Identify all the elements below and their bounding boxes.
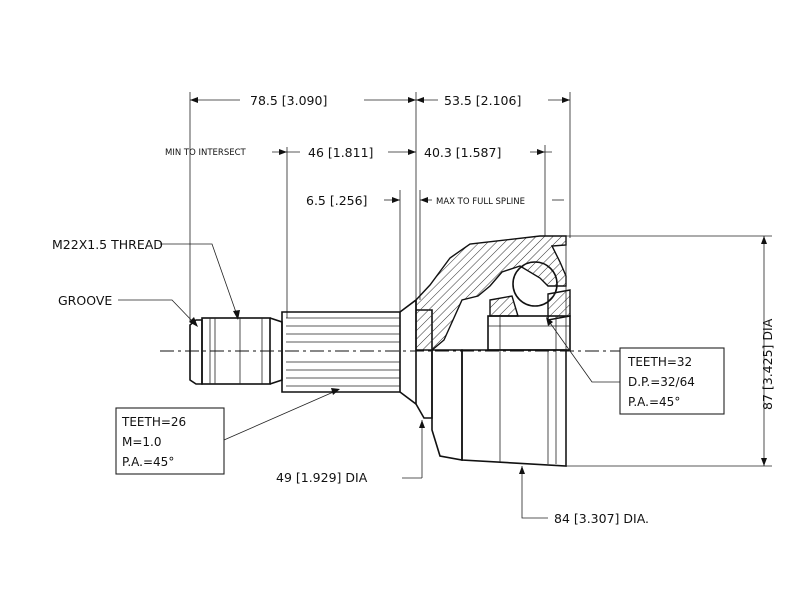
spline-length-dim: 40.3 [1.587]	[424, 145, 501, 160]
overall-left-dim: 78.5 [3.090]	[250, 93, 327, 108]
inner-spline-line-2: D.P.=32/64	[628, 375, 695, 389]
overall-dimension	[190, 97, 570, 103]
overall-right-dim: 53.5 [2.106]	[444, 93, 521, 108]
extension-lines	[189, 92, 772, 478]
shoulder-dimension	[384, 197, 564, 203]
bell-dia-dimension	[761, 236, 767, 466]
shaft-spline-line-2: M=1.0	[122, 435, 162, 449]
thread-callout: M22X1.5 THREAD	[52, 237, 163, 252]
max-to-full-spline-label: MAX TO FULL SPLINE	[436, 197, 525, 207]
inner-spline-line-1: TEETH=32	[627, 355, 692, 369]
inner-spline-line-3: P.A.=45°	[628, 395, 680, 409]
intersect-dim: 46 [1.811]	[308, 145, 373, 160]
intersect-dimension	[272, 149, 552, 155]
shaft-spline-line-3: P.A.=45°	[122, 455, 174, 469]
bell-dia-dim: 87 [3.425] DIA	[760, 318, 775, 410]
min-to-intersect-label: MIN TO INTERSECT	[165, 148, 247, 158]
shoulder-dim: 6.5 [.256]	[306, 193, 367, 208]
groove-callout: GROOVE	[58, 293, 112, 308]
leaders	[118, 243, 620, 519]
seal-dia-dim: 49 [1.929] DIA	[276, 470, 368, 485]
shaft-spline-line-1: TEETH=26	[121, 415, 186, 429]
shaft-spline-note: TEETH=26 M=1.0 P.A.=45°	[115, 407, 225, 475]
body-dia-dim: 84 [3.307] DIA.	[554, 511, 649, 526]
inner-spline-note: TEETH=32 D.P.=32/64 P.A.=45°	[619, 347, 725, 415]
outer-race-section	[415, 235, 571, 467]
